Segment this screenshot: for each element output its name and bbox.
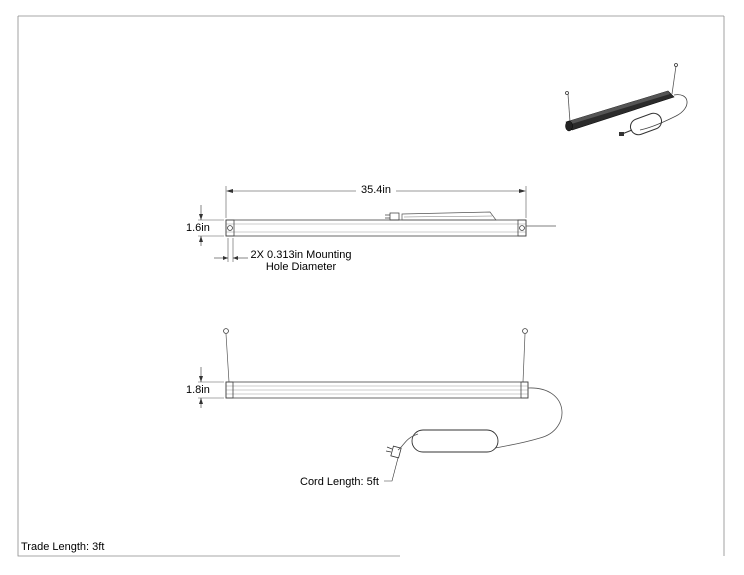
iso-view <box>565 63 688 136</box>
hole-note-line1: 2X 0.313in Mounting <box>251 249 352 261</box>
trade-length-label: Trade Length: 3ft <box>21 541 104 553</box>
hole-note-line2: Hole Diameter <box>266 261 337 273</box>
drawing-border <box>17 15 725 557</box>
top-view: 35.4in 1.6in 2X 0.313in Mounting Hole Di… <box>186 184 556 273</box>
mounting-hole-right <box>519 225 525 231</box>
side-view: 1.8in Cord Length: 5ft <box>186 328 563 488</box>
mounting-hole-left <box>227 225 233 231</box>
top-height-dimension: 1.6in <box>186 222 210 234</box>
cord-length-label: Cord Length: 5ft <box>300 476 379 488</box>
side-height-dimension: 1.8in <box>186 384 210 396</box>
top-length-dimension: 35.4in <box>361 184 391 196</box>
